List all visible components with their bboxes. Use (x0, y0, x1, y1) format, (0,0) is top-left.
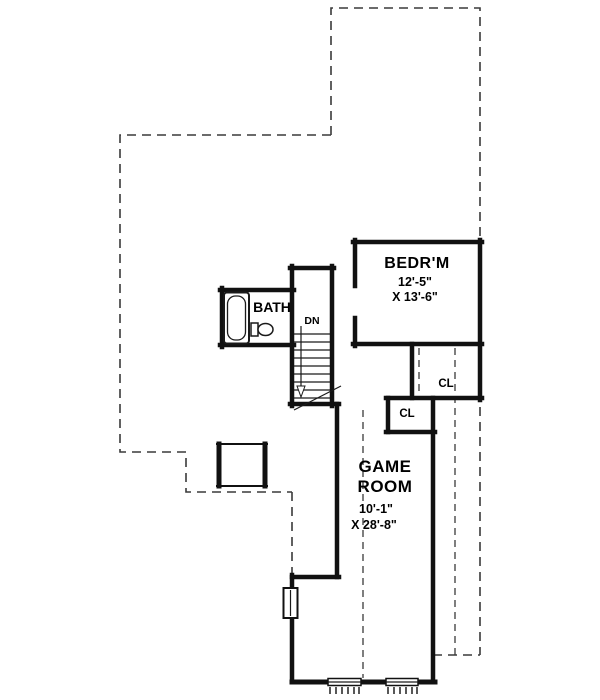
roof-outline-left (119, 134, 331, 493)
game-room-dim-line2: X 28'-8" (351, 518, 397, 532)
bathtub-basin-icon (226, 295, 247, 341)
bedroom-dim-line2: X 13'-6" (392, 290, 438, 304)
stairs-dn-label: DN (304, 315, 319, 327)
bottom-window-2-hatch (387, 687, 418, 694)
windows (282, 587, 419, 694)
chimney (216, 441, 268, 489)
bottom-window-1-hatch (329, 687, 360, 694)
toilet-bowl-icon (257, 322, 274, 337)
roof-outline (119, 7, 481, 656)
bath-label: BATH (253, 299, 291, 315)
game-room-label-line2: ROOM (358, 477, 413, 496)
stairs (293, 326, 342, 411)
stair-break-line (293, 385, 342, 411)
game-room-label-line1: GAME (359, 457, 412, 476)
toilet-tank-icon (250, 322, 259, 337)
bath-fixtures (223, 291, 274, 345)
stair-direction-arrowhead (296, 385, 306, 399)
labels: BEDR'M 12'-5" X 13'-6" BATH DN CL CL GAM… (253, 255, 454, 532)
closet-lower-label: CL (399, 408, 414, 420)
roof-outline-top-right (330, 7, 481, 655)
closet-upper-label: CL (438, 378, 453, 390)
game-room-dim-line1: 10'-1" (359, 502, 393, 516)
bedroom-dim-line1: 12'-5" (398, 275, 432, 289)
bedroom-label: BEDR'M (384, 255, 449, 272)
